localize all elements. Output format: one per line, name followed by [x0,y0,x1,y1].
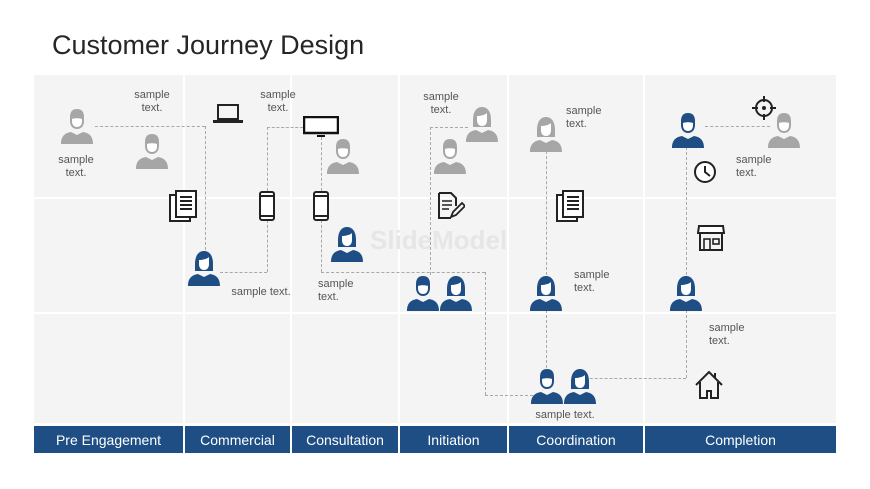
grid-cell [185,314,290,423]
home-icon [695,370,723,399]
stage-initiation: Initiation [400,426,507,453]
label-line: text. [736,167,757,179]
grid-cell [509,75,643,197]
connector-line [580,378,686,379]
sample-text-label: sample text. [231,286,291,298]
label-line: text. [267,102,289,114]
label-line: sample [58,154,94,166]
female-user-icon [669,275,703,311]
connector-line [546,151,547,275]
label-line: sample [736,154,772,166]
page-title: Customer Journey Design [52,30,365,60]
connector-line [267,127,303,128]
connector-line [205,126,206,250]
female-user-icon [439,275,473,311]
connector-line [430,127,431,275]
connector-line [321,220,322,272]
female-user-icon [330,226,364,262]
connector-line [705,126,770,127]
label-line: sample [134,89,170,101]
grid-cell [185,75,290,197]
connector-line [686,310,687,378]
male-user-icon [406,275,440,311]
male-user-icon [433,138,467,174]
grid-cell [292,314,398,423]
connector-line [321,137,322,191]
stage-commercial: Commercial [185,426,290,453]
connector-line [430,127,468,128]
grid-cell [645,314,836,423]
stage-coordination: Coordination [509,426,643,453]
connector-line [95,126,205,127]
label-line: text. [430,104,452,116]
grid-cell [645,199,836,312]
document-edit-icon [438,192,465,219]
target-icon [752,96,776,120]
label-line: text. [141,102,163,114]
smartphone-icon [313,191,329,221]
clock-icon [694,161,716,183]
laptop-icon [213,104,243,123]
label-line: text. [574,282,595,294]
watermark: SlideModel [370,225,508,255]
female-user-icon [187,250,221,286]
documents-icon [556,190,584,222]
stage-consultation: Consultation [292,426,398,453]
monitor-icon [303,116,339,137]
label-line: text. [566,118,587,130]
label-line: sample [574,269,610,281]
label-line: text. [709,335,730,347]
label-line: sample [423,91,459,103]
grid-cell [400,314,507,423]
label-line: text. [318,291,339,303]
grid-cell [34,199,183,312]
female-user-icon [529,116,563,152]
store-icon [697,225,725,251]
female-user-icon [529,275,563,311]
documents-icon [169,190,197,222]
grid-cell [34,75,183,197]
connector-line [485,272,486,395]
connector-line [485,395,533,396]
connector-line [321,272,485,273]
label-line: text. [65,167,87,179]
connector-line [267,127,268,191]
label-line: sample [318,278,354,290]
stage-pre-engagement: Pre Engagement [34,426,183,453]
stage-completion: Completion [645,426,836,453]
connector-line [267,220,268,272]
grid-cell [292,75,398,197]
female-user-icon [563,368,597,404]
grid-cell [509,314,643,423]
connector-line [220,272,267,273]
connector-line [546,310,547,368]
male-user-icon [135,133,169,169]
female-user-icon [465,106,499,142]
male-user-icon [326,138,360,174]
label-line: sample [566,105,602,117]
connector-line [686,147,687,275]
smartphone-icon [259,191,275,221]
male-user-icon [60,108,94,144]
grid-cell [34,314,183,423]
sample-text-label: sample text. [535,409,595,421]
label-line: sample [709,322,745,334]
male-user-icon [530,368,564,404]
male-user-icon [671,112,705,148]
label-line: sample [260,89,296,101]
grid-cell [645,75,836,197]
